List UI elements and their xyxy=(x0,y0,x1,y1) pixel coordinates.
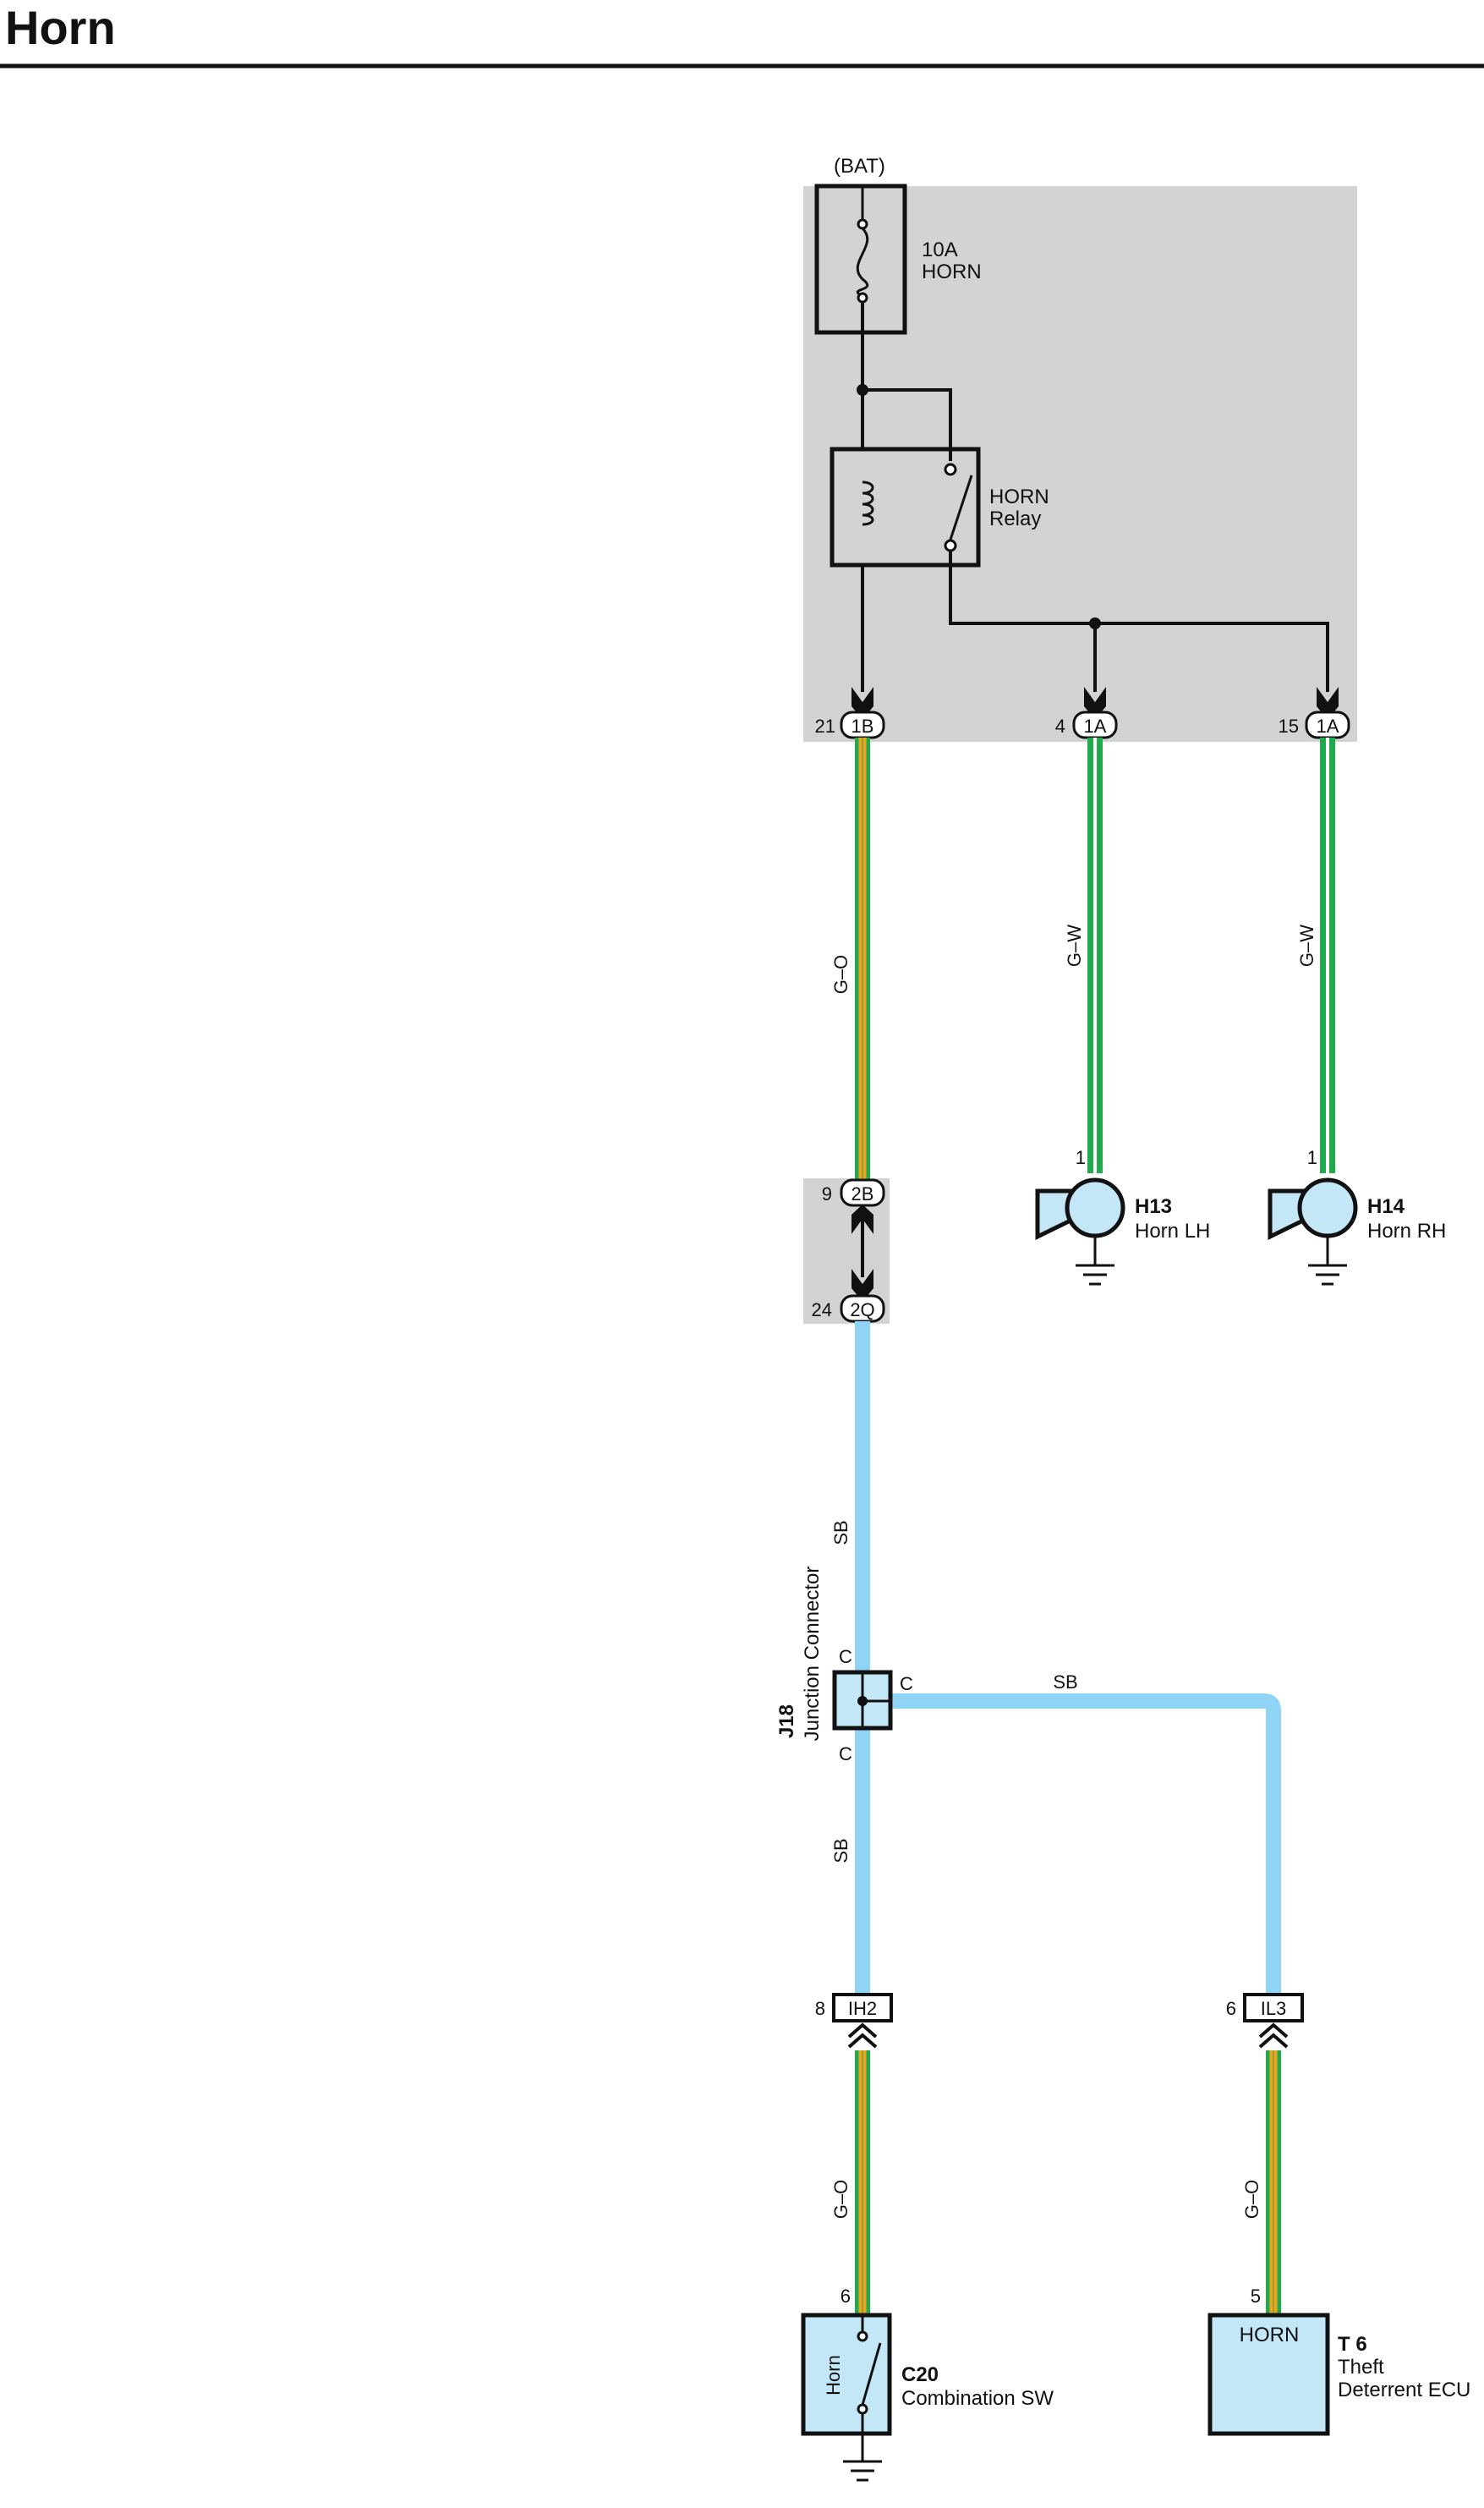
wire-label-go-2: G–O xyxy=(830,2180,852,2219)
j18-pin-right: C xyxy=(900,1673,913,1694)
c20-switch-blade xyxy=(861,2342,882,2406)
arrow-2b-up xyxy=(852,1205,873,1234)
fuse-element-icon xyxy=(856,227,869,298)
horn-rh-icon xyxy=(1297,1177,1358,1238)
c20-ground-icon xyxy=(843,2460,882,2482)
wire-label-go-1: G–O xyxy=(830,955,852,994)
wire-label-gw-1: G–W xyxy=(1064,925,1085,967)
connector-il3 xyxy=(1243,1993,1304,2022)
relay-box xyxy=(830,447,981,568)
relay-sub-label: Relay xyxy=(989,508,1041,530)
bat-label: (BAT) xyxy=(834,155,885,178)
connector-ih2-pin: 8 xyxy=(815,1998,825,2019)
c20-inner-label: Horn xyxy=(823,2355,844,2395)
horn-rh-ground-icon xyxy=(1308,1264,1347,1286)
horn-lh-ground-icon xyxy=(1076,1264,1114,1286)
connector-il3-pin: 6 xyxy=(1226,1998,1236,2019)
wire-sb-j18-to-il3 xyxy=(890,1693,1281,1996)
j18-splice-dot xyxy=(857,1696,868,1706)
relay-switch-blade xyxy=(949,475,973,541)
horn-rh-code: H14 xyxy=(1367,1195,1405,1218)
horn-lh-icon xyxy=(1065,1177,1125,1238)
horn-rh-name: Horn RH xyxy=(1367,1220,1446,1243)
junction-block-shade xyxy=(803,186,1357,742)
t6-name-line1: Theft xyxy=(1338,2356,1384,2379)
wire-go-ih2-to-c20 xyxy=(855,2050,870,2318)
connector-2q-pin: 24 xyxy=(812,1299,832,1320)
j18-code: J18 xyxy=(775,1704,798,1738)
wire-label-sb-3: SB xyxy=(1053,1671,1077,1693)
connector-1b-id: 1B xyxy=(852,716,874,737)
connector-1a-15-id: 1A xyxy=(1317,716,1339,737)
connector-2q-id: 2Q xyxy=(850,1299,874,1320)
relay-coil-icon xyxy=(862,480,874,526)
connector-1a-4-id: 1A xyxy=(1084,716,1107,737)
relay-contact-top xyxy=(944,463,957,476)
c20-code: C20 xyxy=(901,2363,939,2386)
connector-1b-pin: 21 xyxy=(815,716,835,737)
t6-ecu-box xyxy=(1207,2313,1330,2436)
relay-switch-feed-wire xyxy=(862,388,952,461)
c20-pin: 6 xyxy=(841,2286,851,2307)
arrow-2q-down xyxy=(852,1269,873,1302)
wire-label-sb-2: SB xyxy=(830,1838,852,1863)
c20-contact-bottom xyxy=(857,2403,868,2415)
fuse-name-label: HORN xyxy=(922,261,982,283)
arrow-il3-male xyxy=(1258,2022,1289,2049)
wire-gw-horn-lh xyxy=(1087,738,1103,1173)
arrow-ih2-male xyxy=(847,2022,878,2049)
connector-ih2 xyxy=(832,1993,893,2022)
connector-2b-pin: 9 xyxy=(822,1183,832,1205)
wire-gw-horn-rh xyxy=(1320,738,1335,1173)
t6-name-line2: Deterrent ECU xyxy=(1338,2379,1470,2401)
c20-contact-top xyxy=(857,2330,868,2342)
wire-go-1b-2b xyxy=(855,738,870,1179)
fuse-terminal-bottom xyxy=(857,292,868,304)
wire-sb-2q-to-j18 xyxy=(855,1321,870,1674)
t6-pin: 5 xyxy=(1251,2286,1261,2307)
relay-output-wire xyxy=(949,551,1329,692)
j18-name: Junction Connector xyxy=(801,1567,824,1742)
horn-lh-code: H13 xyxy=(1135,1195,1172,1218)
relay-name-label: HORN xyxy=(989,486,1049,508)
c20-switch-box xyxy=(801,2313,892,2436)
relay-contact-bottom xyxy=(944,539,957,552)
wire-go-il3-to-t6 xyxy=(1266,2050,1281,2318)
connector-il3-id: IL3 xyxy=(1261,1998,1287,2019)
wire-sb-j18-to-ih2 xyxy=(855,1728,870,1996)
wire-label-go-3: G–O xyxy=(1241,2180,1262,2219)
c20-name: Combination SW xyxy=(901,2387,1054,2410)
connector-1a-4-pin: 4 xyxy=(1055,716,1065,737)
page-title: Horn xyxy=(5,1,116,54)
wire-label-sb-1: SB xyxy=(830,1520,852,1545)
fuse-amp-label: 10A xyxy=(922,239,958,261)
horn-lh-name: Horn LH xyxy=(1135,1220,1210,1243)
t6-code: T 6 xyxy=(1338,2333,1367,2356)
fuse-terminal-top xyxy=(857,218,868,230)
j18-pin-top: C xyxy=(839,1646,852,1667)
connector-1a-15-pin: 15 xyxy=(1279,716,1299,737)
wire-label-gw-2: G–W xyxy=(1296,925,1317,967)
connector-ih2-id: IH2 xyxy=(848,1998,877,2019)
connector-2b-id: 2B xyxy=(852,1183,874,1205)
horn-rh-pin: 1 xyxy=(1307,1147,1317,1168)
t6-inner-label: HORN xyxy=(1240,2324,1300,2346)
j18-pin-bottom: C xyxy=(839,1743,852,1764)
horn-lh-pin: 1 xyxy=(1076,1147,1086,1168)
